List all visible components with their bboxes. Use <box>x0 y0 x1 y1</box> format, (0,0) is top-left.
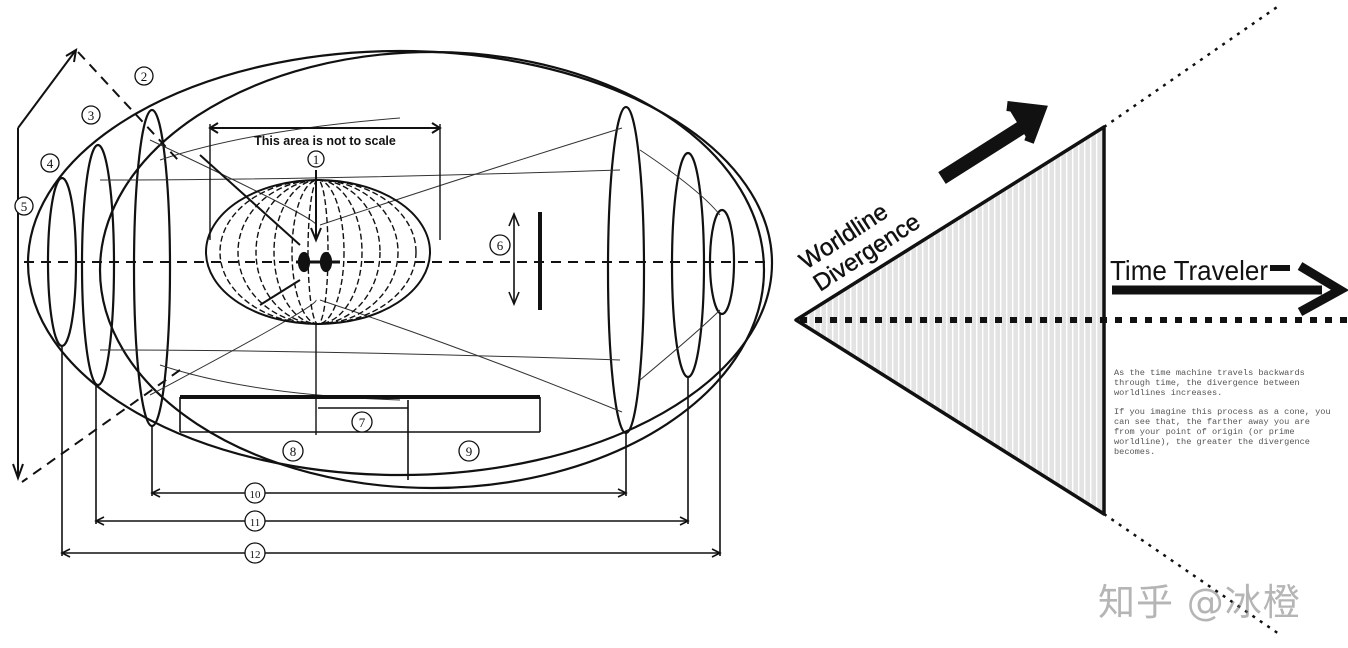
central-sphere <box>205 179 431 325</box>
note-paragraph-1: As the time machine travels backwards th… <box>1114 368 1305 398</box>
note-paragraph-2: If you imagine this process as a cone, y… <box>1114 407 1331 457</box>
ring-left-2 <box>80 143 116 387</box>
divergence-arrow-head <box>1007 106 1041 142</box>
watermark: 知乎 @冰橙 <box>1098 581 1301 624</box>
divergence-cone-diagram <box>794 3 1348 638</box>
marker-12: 12 <box>244 542 266 564</box>
svg-text:8: 8 <box>290 444 297 459</box>
svg-text:4: 4 <box>47 156 54 171</box>
svg-text:2: 2 <box>141 69 148 84</box>
svg-text:9: 9 <box>466 444 473 459</box>
cone-extension-top <box>1103 3 1281 129</box>
spacetime-bubble-diagram <box>12 48 774 558</box>
marker-8: 8 <box>282 440 304 462</box>
svg-text:3: 3 <box>88 108 95 123</box>
marker-10: 10 <box>244 482 266 504</box>
divergence-arrow-shaft <box>938 120 1028 184</box>
svg-text:5: 5 <box>21 199 28 214</box>
traveler-label: Time Traveler <box>1110 255 1268 286</box>
ring-right-1 <box>606 105 646 435</box>
ring-left-3 <box>132 108 172 428</box>
marker-9: 9 <box>458 440 480 462</box>
svg-text:7: 7 <box>359 415 366 430</box>
scale-note: This area is not to scale <box>254 134 396 148</box>
svg-text:1: 1 <box>313 152 320 167</box>
outer-ellipse-right <box>98 50 766 490</box>
svg-text:10: 10 <box>250 489 262 501</box>
marker-1: 1 <box>307 150 325 168</box>
svg-text:6: 6 <box>497 238 504 253</box>
marker-6: 6 <box>489 234 511 256</box>
svg-text:12: 12 <box>250 549 261 561</box>
marker-11: 11 <box>244 510 266 532</box>
marker-7: 7 <box>351 411 373 433</box>
explanation-note: As the time machine travels backwards th… <box>1114 368 1334 466</box>
marker-2: 2 <box>134 66 154 86</box>
ring-right-2 <box>670 151 706 379</box>
marker-5: 5 <box>14 196 34 216</box>
marker-3: 3 <box>81 105 101 125</box>
marker-group: 1 2 3 4 5 6 7 8 9 10 11 12 <box>14 66 511 564</box>
svg-text:11: 11 <box>250 517 261 529</box>
marker-4: 4 <box>40 153 60 173</box>
traveler-arrow-head <box>1297 262 1348 316</box>
